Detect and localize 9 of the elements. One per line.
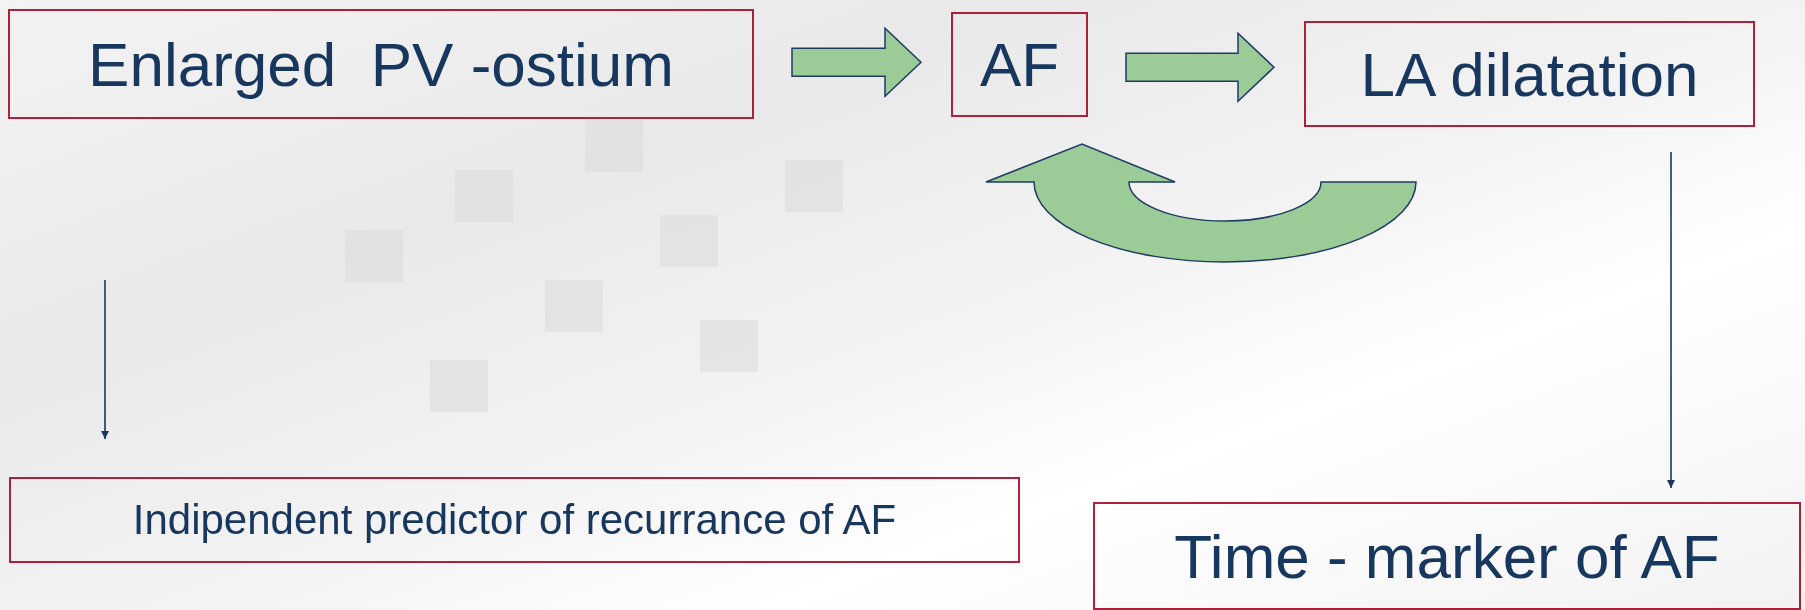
- arrow: [1667, 151, 1675, 489]
- block-arrow: [791, 26, 923, 98]
- text-box: Enlarged PV -ostium: [8, 9, 754, 119]
- text-box: Indipendent predictor of recurrance of AF: [9, 477, 1020, 563]
- text-box: AF: [951, 12, 1088, 117]
- block-arrow: [1125, 31, 1276, 103]
- text-box: Time - marker of AF: [1093, 502, 1801, 610]
- arrow: [101, 279, 109, 440]
- text-box: LA dilatation: [1304, 21, 1755, 127]
